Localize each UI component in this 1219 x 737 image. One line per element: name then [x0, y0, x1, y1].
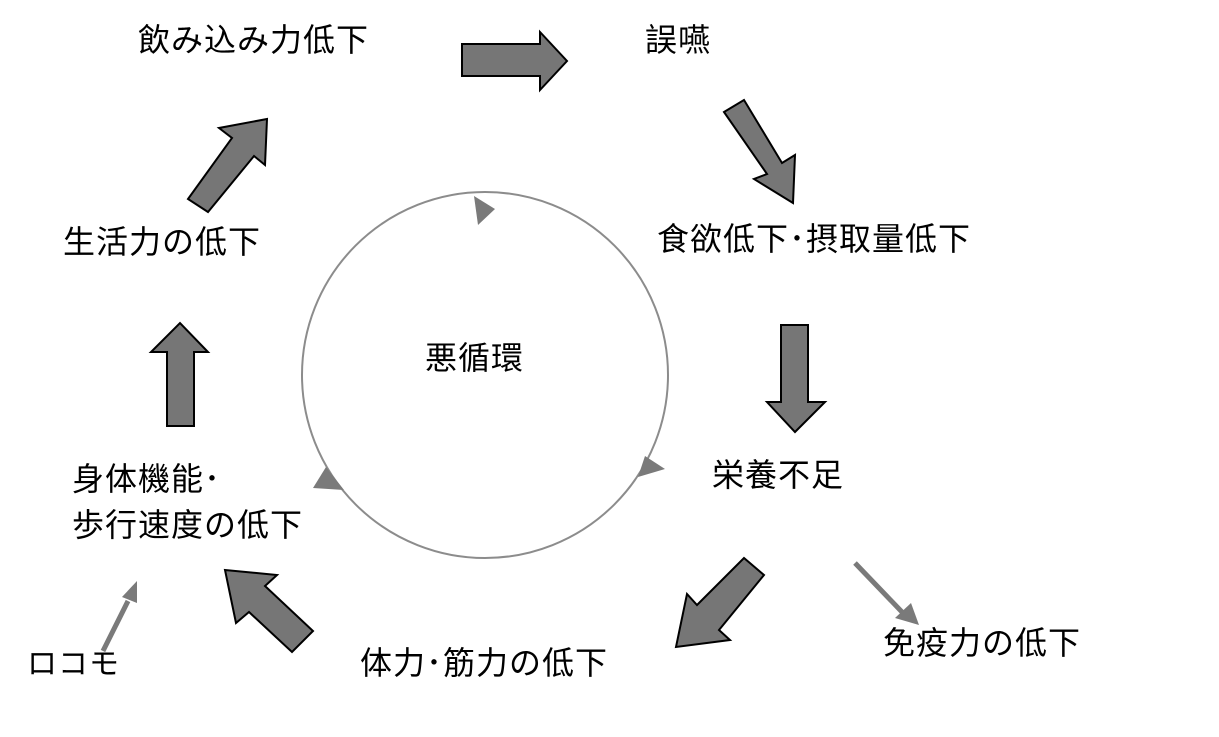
arrow-aspiration-to-appetite — [722, 98, 797, 205]
cycle-circle — [301, 191, 669, 559]
node-appetite-intake-decline: 食欲低下･摂取量低下 — [657, 220, 972, 258]
arrow-appetite-to-malnutrition — [764, 324, 828, 434]
node-physical-line2: 歩行速度の低下 — [72, 506, 304, 545]
node-swallowing-decline: 飲み込み力低下 — [138, 21, 370, 59]
node-aspiration: 誤嚥 — [645, 21, 712, 59]
thin-arrow-locomo-to-physical-head — [122, 581, 137, 603]
thin-arrow-locomo-to-physical-line — [100, 599, 131, 653]
arrow-malnutrition-to-strength — [674, 556, 766, 649]
arrow-strength-to-physical — [223, 568, 315, 654]
arrow-physical-to-vitality — [148, 321, 211, 427]
thin-arrow-malnutrition-to-immunity-head — [895, 603, 919, 625]
cycle-arrowhead-top — [474, 196, 495, 225]
arrow-vitality-to-swallowing — [186, 117, 269, 214]
node-physical-walking-decline: 身体機能･ 歩行速度の低下 — [72, 456, 303, 549]
node-physical-line1: 身体機能･ — [72, 460, 222, 498]
node-vitality-decline: 生活力の低下 — [63, 223, 262, 261]
node-malnutrition: 栄養不足 — [712, 456, 845, 494]
cycle-arrowhead-left — [313, 467, 344, 490]
cycle-arrowhead-right — [638, 456, 665, 477]
thin-arrow-malnutrition-to-immunity-line — [853, 561, 904, 614]
node-immunity-decline: 免疫力の低下 — [883, 624, 1082, 662]
node-strength-decline: 体力･筋力の低下 — [360, 644, 609, 682]
arrow-swallowing-to-aspiration — [461, 29, 569, 93]
node-locomo: ロコモ — [27, 647, 120, 682]
cycle-center-label: 悪循環 — [425, 339, 525, 377]
